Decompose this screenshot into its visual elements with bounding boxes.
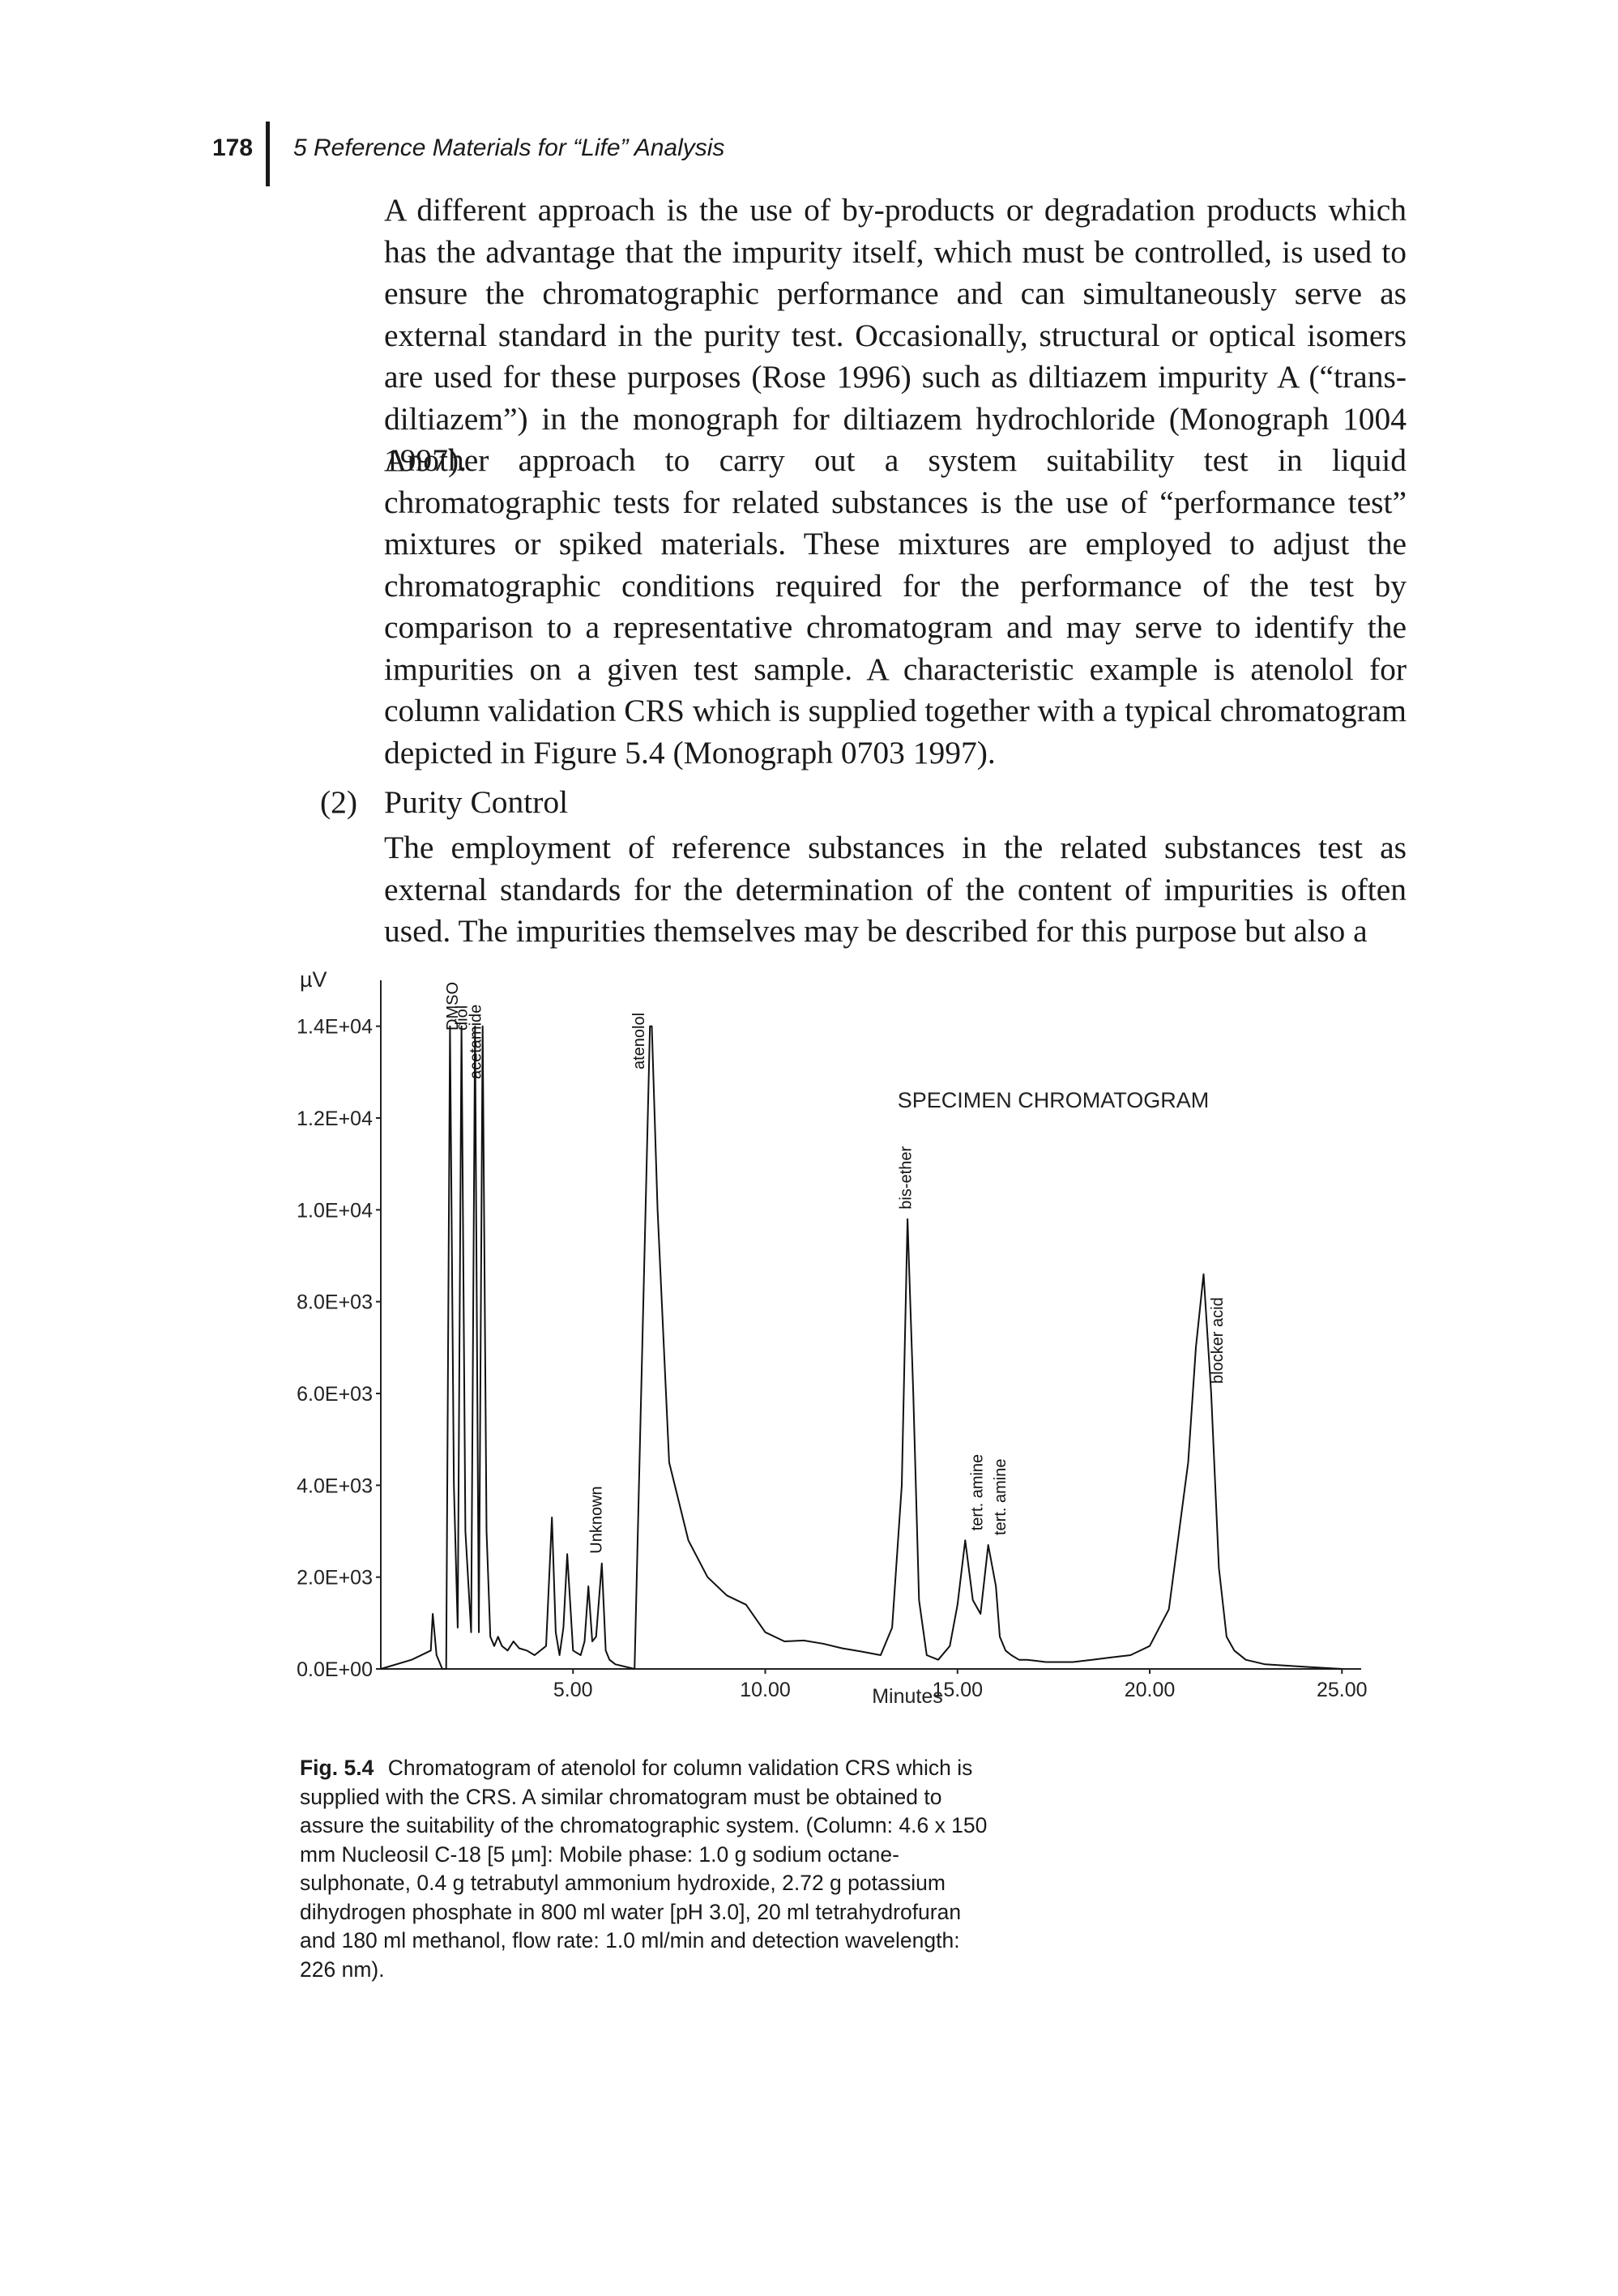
peak-label: bis-ether: [898, 1146, 916, 1210]
chart-ticks: 0.0E+00 2.0E+03 4.0E+03 6.0E+03 8.0E+03 1.0E+…: [297, 1016, 1367, 1701]
y-tick-label: 2.0E+03: [297, 1567, 373, 1590]
y-axis-label: µV: [300, 967, 327, 992]
peak-label: tert. amine: [969, 1454, 987, 1530]
peak-label: Unknown: [588, 1486, 606, 1553]
chart-title: SPECIMEN CHROMATOGRAM: [898, 1088, 1210, 1112]
page-number: 178: [212, 134, 254, 161]
x-axis-label: Minutes: [872, 1685, 943, 1708]
y-tick-label: 1.2E+04: [297, 1107, 373, 1130]
y-tick-label: 4.0E+03: [297, 1474, 373, 1497]
x-tick-label: 20.00: [1125, 1679, 1176, 1701]
paragraph-performance-test: Another approach to carry out a system s…: [384, 442, 1407, 770]
chart-trace-group: [380, 1025, 1343, 1670]
y-tick-label: 0.0E+00: [297, 1658, 373, 1681]
paragraph-purity-control: The employment of reference substances i…: [384, 830, 1407, 949]
running-title: 5 Reference Materials for “Life” Analysi…: [293, 134, 725, 161]
caption-label: Fig. 5.4: [300, 1756, 374, 1780]
peak-label: tert. amine: [992, 1459, 1010, 1535]
chromatogram-chart: 0.0E+00 2.0E+03 4.0E+03 6.0E+03 8.0E+03 1.0E+…: [297, 967, 1367, 1708]
y-tick-label: 6.0E+03: [297, 1383, 373, 1406]
paragraph-byproducts: A different approach is the use of by-pr…: [384, 192, 1407, 478]
caption-text: Chromatogram of atenolol for column vali…: [300, 1756, 988, 1982]
figure-caption: Fig. 5.4 Chromatogram of atenolol for co…: [300, 1754, 997, 1984]
y-tick-label: 1.0E+04: [297, 1199, 373, 1222]
chromatogram-figure: 0.0E+00 2.0E+03 4.0E+03 6.0E+03 8.0E+03 1.0E+…: [275, 964, 1410, 1718]
x-tick-label: 5.00: [553, 1679, 593, 1701]
chart-axes: [380, 980, 1361, 1670]
list-item-marker: (2): [320, 784, 358, 820]
peak-label: acetamide: [467, 1005, 485, 1079]
peak-label: diol: [454, 1005, 472, 1031]
x-tick-label: 25.00: [1317, 1679, 1368, 1701]
peak-label: DMSO: [444, 982, 462, 1031]
peak-label: atenolol: [630, 1013, 648, 1069]
chart-text: SPECIMEN CHROMATOGRAM Minutes µV: [300, 967, 1209, 1708]
y-tick-label: 1.4E+04: [297, 1016, 373, 1039]
chromatogram-trace: [380, 1025, 1343, 1670]
header-rule: [266, 122, 270, 186]
y-tick-label: 8.0E+03: [297, 1291, 373, 1314]
section-heading-purity-control: Purity Control: [384, 784, 569, 820]
peak-label: blocker acid: [1209, 1297, 1227, 1384]
x-tick-label: 10.00: [740, 1679, 791, 1701]
x-tick-label: 15.00: [932, 1679, 983, 1701]
